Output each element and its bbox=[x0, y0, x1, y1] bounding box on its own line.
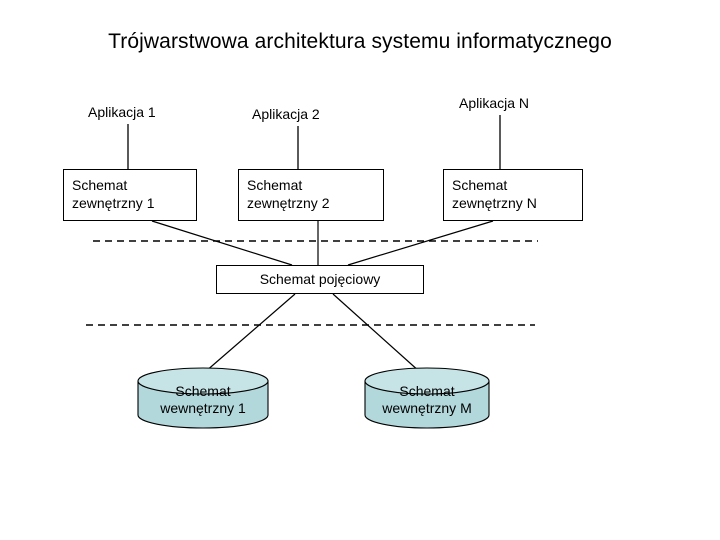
external-schema-box-1: Schemat zewnętrzny 1 bbox=[63, 169, 197, 221]
internal-schema-cylinder-m bbox=[364, 367, 490, 429]
application-label-1: Aplikacja 1 bbox=[88, 104, 156, 120]
external-schema-box-2: Schemat zewnętrzny 2 bbox=[238, 169, 384, 221]
connector-scheman-to-conceptual bbox=[347, 220, 494, 266]
cylinder-top-1 bbox=[137, 367, 269, 395]
connector-schema1-to-conceptual bbox=[151, 220, 293, 266]
page-title: Trójwarstwowa architektura systemu infor… bbox=[108, 30, 612, 53]
internal-schema-cylinder-1 bbox=[137, 367, 269, 429]
external-schema-box-n: Schemat zewnętrzny N bbox=[443, 169, 583, 221]
application-label-n: Aplikacja N bbox=[459, 95, 530, 111]
connector-conceptual-to-internalm bbox=[332, 293, 421, 373]
application-label-2: Aplikacja 2 bbox=[252, 106, 320, 122]
cylinder-top-m bbox=[364, 367, 490, 395]
connector-conceptual-to-internal1 bbox=[204, 293, 296, 373]
conceptual-schema-box: Schemat pojęciowy bbox=[216, 265, 424, 294]
